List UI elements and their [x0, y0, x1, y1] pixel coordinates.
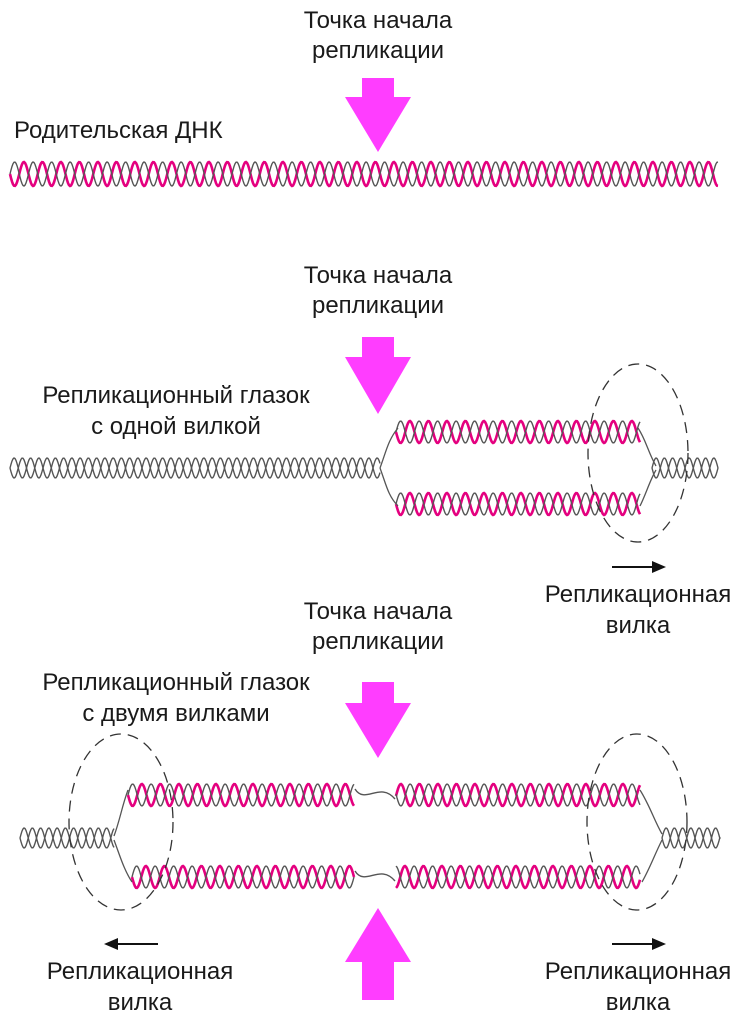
fork-label-3-left-line-1: Репликационная	[47, 958, 233, 985]
fork-circle-3-right	[586, 733, 688, 911]
unreplicated-dna-right	[661, 827, 721, 849]
fork-label-3-left-line-2: вилка	[108, 989, 173, 1016]
dna-strand-b	[127, 783, 641, 807]
origin-label-3-line-2: репликации	[312, 628, 444, 655]
daughter-helix-bottom	[130, 864, 642, 890]
dna-strand-a	[8, 160, 719, 188]
dna-strand-a	[661, 827, 721, 849]
daughter-helix-top	[394, 419, 642, 445]
origin-arrow-down-1	[345, 78, 411, 152]
origin-arrow-up-3	[345, 908, 411, 1000]
origin-label-2-line-2: репликации	[312, 292, 444, 319]
dna-strand-a	[9, 457, 381, 479]
dna-strand-b	[395, 420, 641, 444]
fork-junction-lines-3	[113, 789, 663, 883]
dna-strand-b	[131, 865, 641, 889]
parent-dna-helix	[8, 160, 719, 188]
panel-parent-dna: Точка начала репликации Родительская ДНК	[8, 7, 719, 188]
origin-label-2-line-1: Точка начала	[304, 262, 453, 289]
fork-circle-3-left	[68, 733, 174, 911]
bubble-label-3-line-1: Репликационный глазок	[42, 669, 310, 696]
origin-label-3-line-1: Точка начала	[304, 598, 453, 625]
origin-label-1-line-1: Точка начала	[304, 7, 453, 34]
dna-strand-b	[661, 827, 721, 849]
fork-direction-arrow-2	[612, 561, 666, 573]
panel-one-fork: Точка начала репликации Репликационный г…	[9, 262, 731, 639]
fork-label-2-line-2: вилка	[606, 612, 671, 639]
panel-two-forks: Точка начала репликации Репликационный г…	[19, 598, 731, 1016]
origin-bridge-strand	[354, 788, 396, 800]
origin-label-1-line-2: репликации	[312, 37, 444, 64]
bubble-label-2-line-2: с одной вилкой	[91, 413, 261, 440]
fork-direction-arrow-3-right	[612, 938, 666, 950]
bubble-label-2-line-1: Репликационный глазок	[42, 382, 310, 409]
dna-strand-a	[126, 782, 642, 808]
fork-junction-lines-2	[379, 427, 657, 507]
fork-label-3-right-line-2: вилка	[606, 989, 671, 1016]
dna-strand-b	[395, 492, 641, 516]
daughter-helix-bottom	[394, 491, 642, 517]
unreplicated-dna-left	[9, 457, 381, 479]
origin-arrow-down-2	[345, 337, 411, 414]
dna-strand-b	[9, 161, 719, 187]
dna-strand-b	[19, 827, 115, 849]
daughter-helix-top	[126, 782, 642, 882]
dna-strand-b	[651, 457, 719, 479]
fork-direction-arrow-3-left	[104, 938, 158, 950]
parent-dna-label: Родительская ДНК	[14, 117, 223, 144]
dna-strand-a	[19, 827, 115, 849]
bubble-label-3-line-2: с двумя вилками	[82, 700, 269, 727]
dna-strand-b	[9, 457, 381, 479]
fork-label-3-right-line-1: Репликационная	[545, 958, 731, 985]
unreplicated-dna-right	[651, 457, 719, 479]
unreplicated-dna-left	[19, 827, 115, 849]
origin-bridge-strand	[354, 870, 396, 882]
origin-arrow-down-3	[345, 682, 411, 758]
fork-label-2-line-1: Репликационная	[545, 581, 731, 608]
fork-circle-2	[587, 363, 689, 543]
